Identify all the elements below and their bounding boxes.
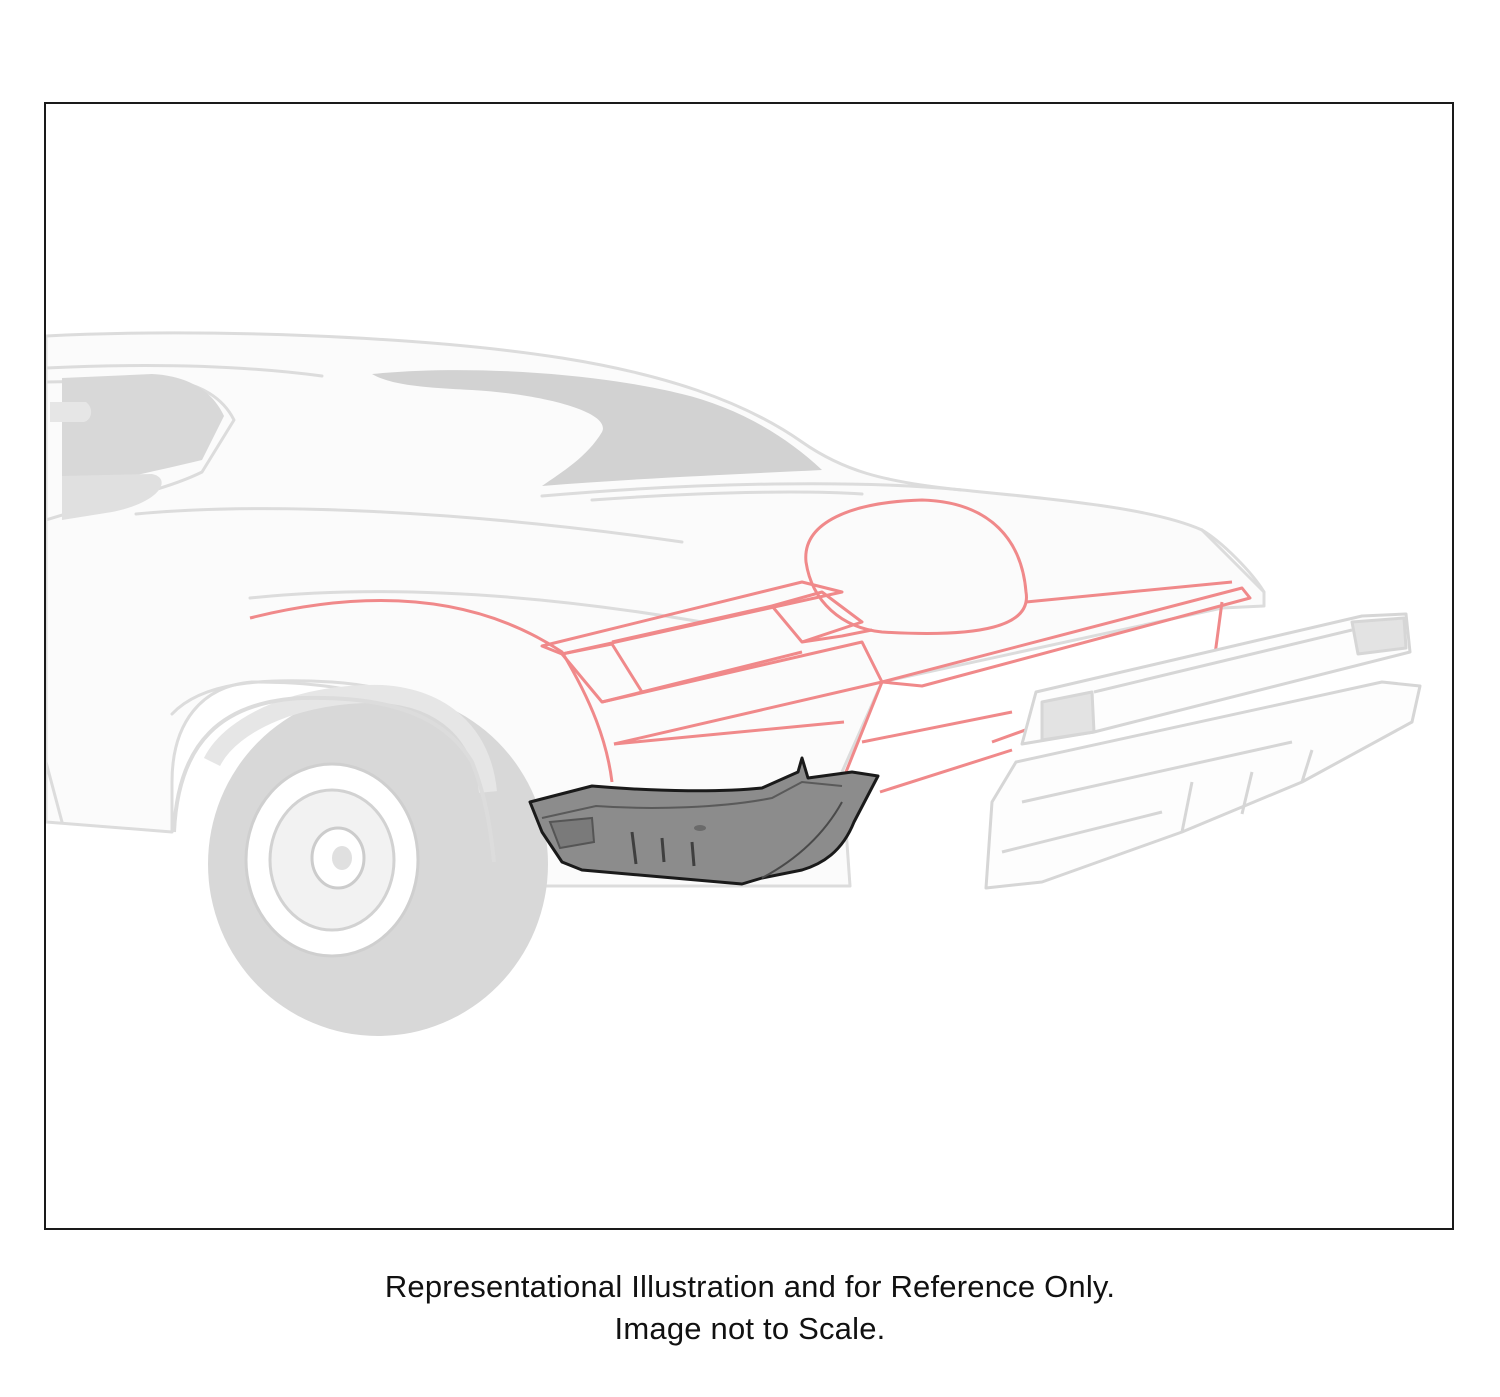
caption-line-1: Representational Illustration and for Re… xyxy=(384,1269,1116,1304)
floor-pan-extension-highlight xyxy=(528,756,880,886)
rear-bumper-ghost xyxy=(984,612,1422,890)
trunk-structure-lines xyxy=(249,498,1252,794)
caption-line-2: Image not to Scale. xyxy=(614,1311,886,1346)
car-rear-illustration xyxy=(46,331,1422,1036)
rear-wheel xyxy=(203,684,548,1036)
fender-lip xyxy=(172,695,496,863)
illustration-frame xyxy=(44,102,1454,1230)
car-body-ghost xyxy=(46,331,1266,888)
caption: Representational Illustration and for Re… xyxy=(0,1266,1500,1350)
window-glass xyxy=(50,370,822,520)
